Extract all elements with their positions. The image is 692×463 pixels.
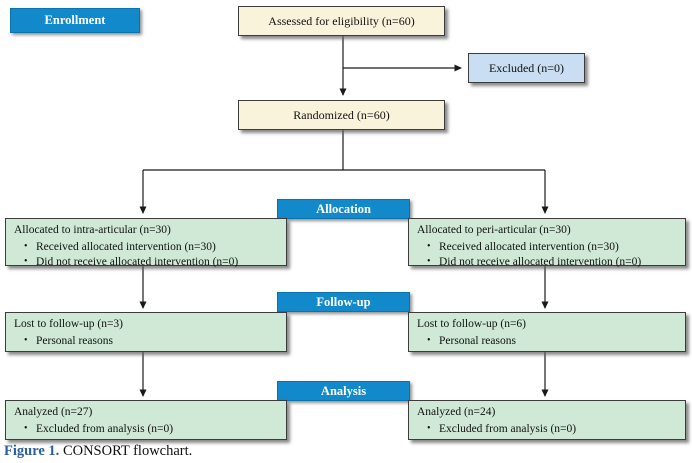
bullet-icon: • (24, 256, 28, 267)
followup-left-title: Lost to follow-up (n=3) (14, 318, 124, 330)
analysis-band: Analysis (277, 381, 410, 401)
list-item: • Did not receive allocated intervention… (24, 255, 278, 269)
figure-caption-text: CONSORT flowchart. (59, 443, 193, 459)
analysis-right-bullet: Excluded from analysis (n=0) (439, 423, 577, 435)
bullet-icon: • (24, 241, 28, 252)
assessed-box: Assessed for eligibility (n=60) (238, 6, 445, 36)
followup-left-bullet: Personal reasons (36, 335, 113, 347)
allocation-right-bullet: Received allocated intervention (n=30) (439, 241, 619, 253)
enrollment-band: Enrollment (10, 8, 140, 33)
list-item: • Excluded from analysis (n=0) (24, 422, 278, 436)
bullet-icon: • (427, 241, 431, 252)
allocation-left-box: Allocated to intra-articular (n=30) • Re… (5, 218, 287, 269)
allocation-left-bullet: Did not receive allocated intervention (… (36, 256, 239, 268)
followup-right-title: Lost to follow-up (n=6) (417, 318, 527, 330)
analysis-right-box: Analyzed (n=24) • Excluded from analysis… (408, 400, 686, 440)
analysis-right-title: Analyzed (n=24) (417, 406, 496, 418)
followup-left-box: Lost to follow-up (n=3) • Personal reaso… (5, 312, 287, 352)
allocation-left-bullet: Received allocated intervention (n=30) (36, 241, 216, 253)
analysis-left-box: Analyzed (n=27) • Excluded from analysis… (5, 400, 287, 440)
followup-band: Follow-up (277, 292, 410, 312)
randomized-box: Randomized (n=60) (238, 100, 445, 130)
allocation-band: Allocation (277, 199, 410, 219)
list-item: • Received allocated intervention (n=30) (427, 240, 677, 254)
list-item: • Received allocated intervention (n=30) (24, 240, 278, 254)
allocation-right-title: Allocated to peri-articular (n=30) (417, 224, 571, 236)
allocation-right-box: Allocated to peri-articular (n=30) • Rec… (408, 218, 686, 269)
allocation-left-title: Allocated to intra-articular (n=30) (14, 224, 171, 236)
list-item: • Did not receive allocated intervention… (427, 255, 677, 269)
figure-caption: Figure 1. CONSORT flowchart. (4, 443, 192, 460)
followup-right-bullet: Personal reasons (439, 335, 516, 347)
bullet-icon: • (427, 423, 431, 434)
bullet-icon: • (427, 335, 431, 346)
list-item: • Excluded from analysis (n=0) (427, 422, 677, 436)
allocation-right-bullet: Did not receive allocated intervention (… (439, 256, 642, 268)
excluded-box: Excluded (n=0) (468, 53, 585, 83)
followup-right-box: Lost to follow-up (n=6) • Personal reaso… (408, 312, 686, 352)
list-item: • Personal reasons (24, 334, 278, 348)
analysis-left-title: Analyzed (n=27) (14, 406, 93, 418)
bullet-icon: • (427, 256, 431, 267)
analysis-left-bullet: Excluded from analysis (n=0) (36, 423, 174, 435)
figure-caption-label: Figure 1. (4, 443, 60, 459)
bullet-icon: • (24, 335, 28, 346)
list-item: • Personal reasons (427, 334, 677, 348)
bullet-icon: • (24, 423, 28, 434)
